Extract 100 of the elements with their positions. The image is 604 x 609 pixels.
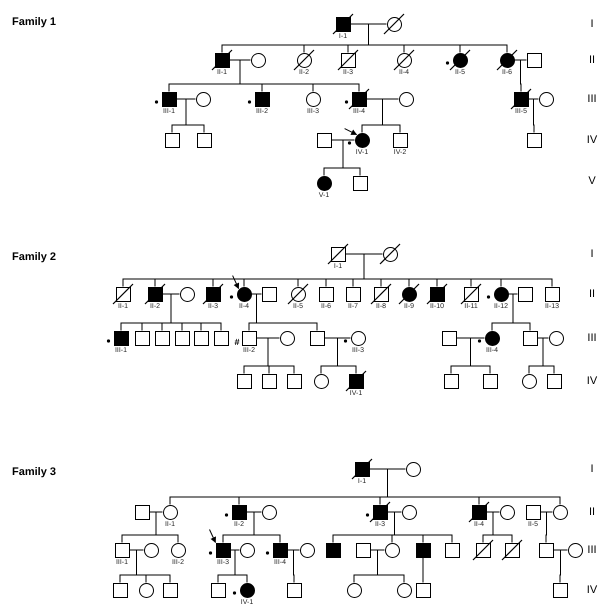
male-symbol [154,330,170,346]
female-symbol [180,286,194,302]
female-symbol [240,582,254,598]
female-symbol [538,92,554,106]
descent-line [422,557,424,583]
descent-line [162,294,222,331]
female-symbol [396,582,412,598]
descent-line [370,550,404,583]
female-symbol [144,542,158,558]
female-symbol [250,52,266,68]
male-symbol [232,504,246,520]
family-title: Family 3 [12,466,56,479]
male-symbol [272,542,288,558]
male-symbol [416,542,430,558]
female-symbol [196,92,210,106]
male-symbol [544,286,560,302]
male-symbol [546,374,562,388]
male-symbol [112,582,128,598]
descent-line [540,512,547,543]
male-symbol [442,330,456,346]
male-symbol [236,374,252,388]
female-symbol [162,504,178,520]
female-symbol [384,542,400,558]
descent-line [553,550,561,583]
descent-line [229,60,360,92]
female-symbol [316,176,332,190]
note-mark: # [234,336,240,349]
descent-line [345,254,552,287]
generation-numeral: IV [586,584,598,597]
male-symbol [162,92,176,106]
female-symbol [354,132,370,148]
female-symbol [138,582,154,598]
male-symbol [346,286,360,302]
descent-line [230,550,248,583]
male-symbol [318,286,334,302]
descent-line [514,60,522,92]
male-symbol [444,374,458,388]
male-symbol [538,542,554,558]
descent-line [251,294,318,331]
male-symbol [552,582,568,598]
male-symbol [526,132,542,148]
descent-line [369,468,560,505]
female-symbol [398,92,414,106]
descent-line [528,98,534,133]
descent-line [287,550,294,583]
generation-numeral: III [587,332,597,345]
male-symbol [316,132,332,148]
male-symbol [262,286,276,302]
generation-numeral: II [588,54,596,67]
male-symbol [174,330,190,346]
male-symbol [162,582,178,598]
descent-line [537,338,554,374]
male-symbol [242,330,256,346]
male-symbol [526,52,542,68]
male-symbol [526,504,540,520]
female-symbol [484,330,500,346]
female-symbol [262,504,276,520]
male-symbol [356,542,370,558]
male-symbol [518,286,532,302]
male-symbol [522,330,538,346]
male-symbol [444,542,460,558]
male-symbol [214,330,228,346]
family-title: Family 1 [12,16,56,29]
male-symbol [134,330,150,346]
descent-line [129,550,170,583]
male-symbol [194,330,208,346]
descent-line [246,512,280,543]
family-title: Family 2 [12,251,56,264]
female-symbol [494,286,508,302]
male-symbol [164,132,180,148]
male-symbol [326,542,340,558]
male-symbol [262,374,276,388]
generation-numeral: I [590,248,594,261]
male-symbol [196,132,212,148]
generation-numeral: V [588,175,596,188]
female-symbol [314,374,328,388]
female-symbol [406,462,420,476]
descent-line [456,338,490,374]
female-symbol [548,330,564,346]
female-symbol [552,504,568,520]
female-symbol [306,92,320,106]
generation-numeral: II [588,506,596,519]
generation-numeral: III [587,93,597,106]
female-symbol [346,582,362,598]
descent-line [350,24,508,53]
male-symbol [416,582,430,598]
generation-numeral: III [587,544,597,557]
male-symbol [254,92,270,106]
male-symbol [286,374,302,388]
generation-numeral: I [590,463,594,476]
female-symbol [568,542,582,558]
male-symbol [310,330,324,346]
proband-arrow [232,275,240,290]
descent-line [149,512,178,543]
descent-line [256,338,294,374]
male-symbol [216,542,230,558]
male-symbol [392,132,408,148]
descent-line [324,338,356,374]
descent-line [486,512,512,543]
female-symbol [236,286,252,302]
